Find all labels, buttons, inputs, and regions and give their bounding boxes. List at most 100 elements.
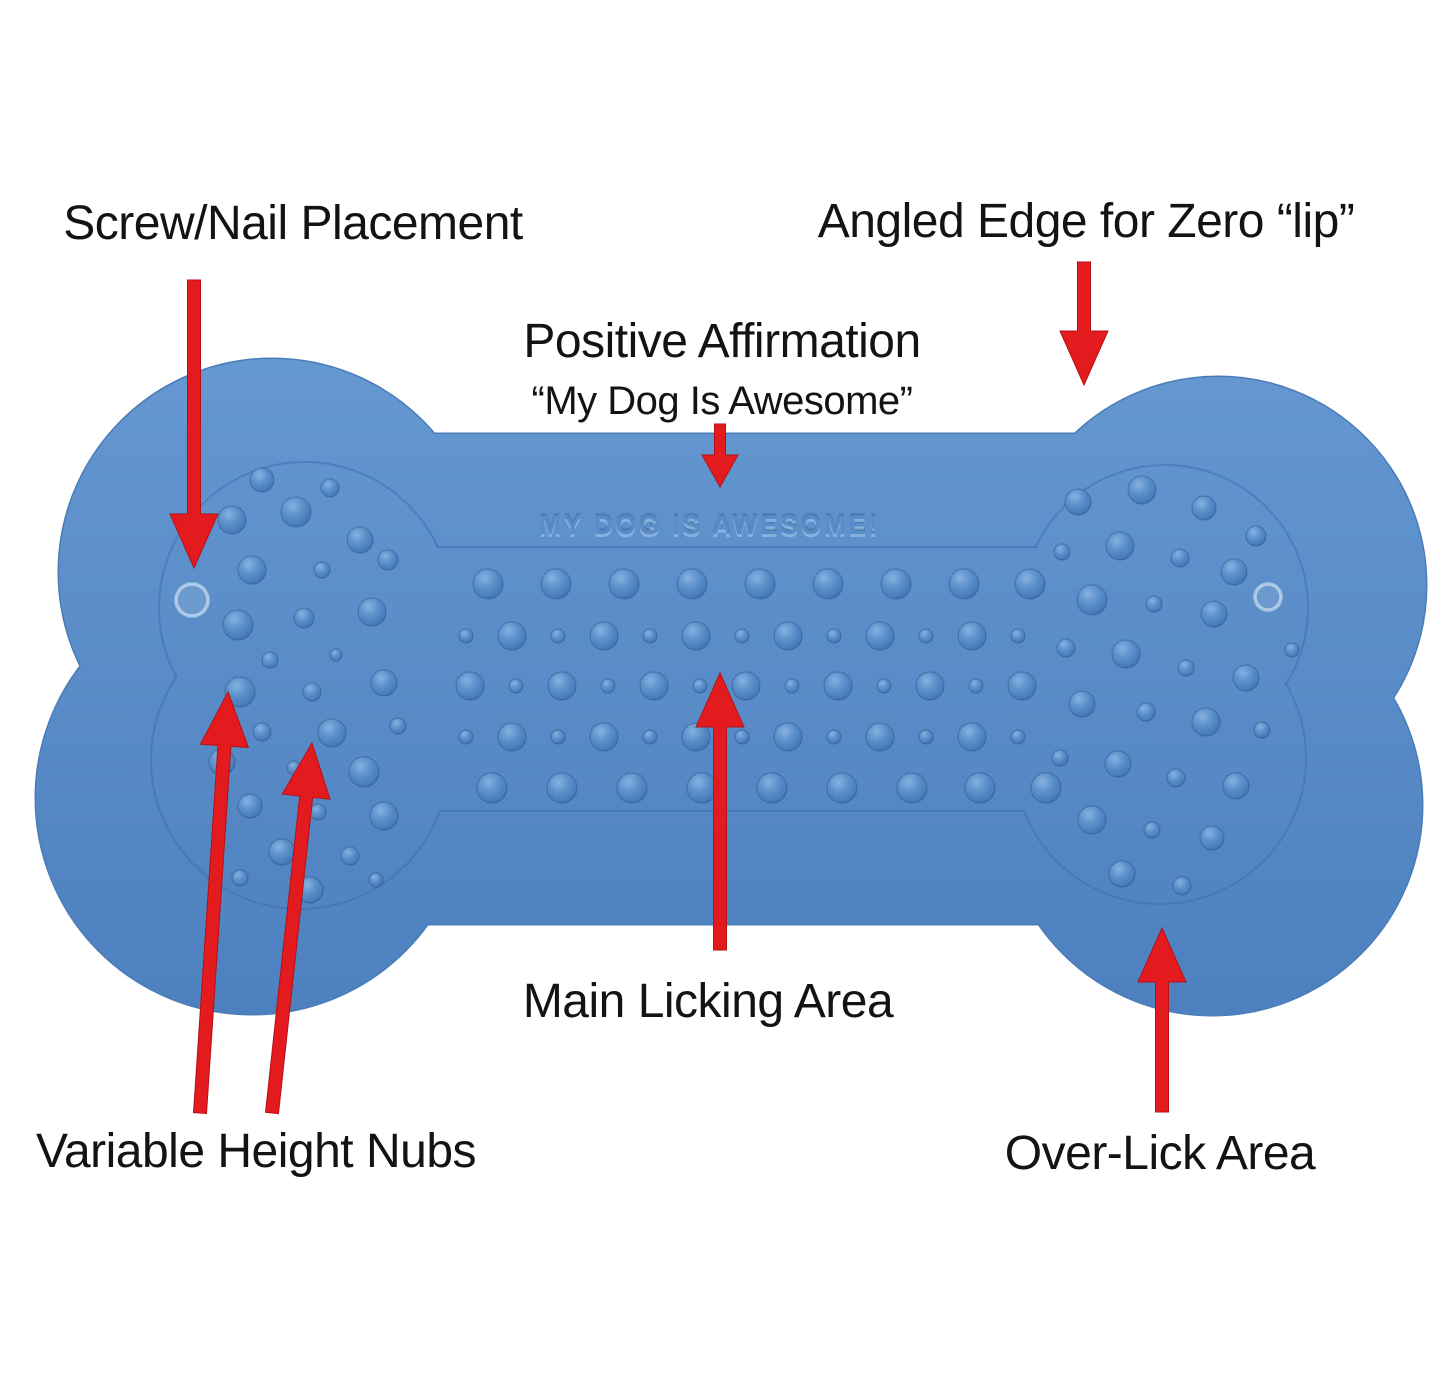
- label-positive-affirmation: Positive Affirmation: [523, 315, 921, 368]
- nub: [1105, 531, 1135, 561]
- screw-hole-ring: [174, 582, 210, 618]
- nub: [1010, 628, 1026, 644]
- nub: [676, 568, 708, 600]
- nub: [1053, 543, 1071, 561]
- nub: [918, 628, 934, 644]
- nub: [472, 568, 504, 600]
- label-angled-edge: Angled Edge for Zero “lip”: [817, 195, 1355, 248]
- nub: [826, 729, 842, 745]
- nub: [1220, 558, 1248, 586]
- nub: [957, 621, 987, 651]
- nub: [826, 628, 842, 644]
- nub: [1177, 659, 1195, 677]
- nub: [1191, 495, 1217, 521]
- nub: [957, 722, 987, 752]
- angled-edge-arrow: [1059, 261, 1109, 387]
- nub: [968, 678, 984, 694]
- nub: [222, 609, 254, 641]
- nub: [389, 717, 407, 735]
- nub: [508, 678, 524, 694]
- embossed-text-highlight: MY DOG IS AWESOME!: [539, 513, 880, 543]
- nub: [1014, 568, 1046, 600]
- nub: [1232, 664, 1260, 692]
- nub: [692, 678, 708, 694]
- nub: [948, 568, 980, 600]
- nub: [550, 729, 566, 745]
- nub: [896, 772, 928, 804]
- screw-hole-ring: [1253, 582, 1283, 612]
- nub: [357, 597, 387, 627]
- nub: [1245, 525, 1267, 547]
- label-variable-height-nubs: Variable Height Nubs: [35, 1125, 477, 1178]
- nub: [249, 467, 275, 493]
- label-screw-nail-placement: Screw/Nail Placement: [63, 197, 523, 250]
- nub: [734, 628, 750, 644]
- nub: [458, 729, 474, 745]
- nub: [317, 718, 347, 748]
- nub: [217, 505, 247, 535]
- nub: [237, 555, 267, 585]
- nub: [1056, 638, 1076, 658]
- nub: [1051, 749, 1069, 767]
- nub: [681, 722, 711, 752]
- nub: [600, 678, 616, 694]
- nub: [252, 722, 272, 742]
- nub: [1200, 600, 1228, 628]
- nub: [1030, 772, 1062, 804]
- nub: [293, 607, 315, 629]
- nub: [1077, 805, 1107, 835]
- nub: [497, 722, 527, 752]
- nub: [231, 869, 249, 887]
- nub: [1068, 690, 1096, 718]
- nub: [1064, 488, 1092, 516]
- nub: [1172, 876, 1192, 896]
- nub: [368, 872, 384, 888]
- embossed-text: MY DOG IS AWESOME!: [539, 510, 880, 540]
- screw-holes: [174, 582, 1283, 618]
- nub: [268, 838, 296, 866]
- nub: [964, 772, 996, 804]
- nub: [773, 621, 803, 651]
- nub: [348, 756, 380, 788]
- nub: [547, 671, 577, 701]
- nub: [1136, 702, 1156, 722]
- nub: [915, 671, 945, 701]
- label-over-lick-area: Over-Lick Area: [1004, 1127, 1316, 1180]
- nub: [329, 648, 343, 662]
- nub: [261, 651, 279, 669]
- nub: [589, 722, 619, 752]
- nub: [681, 621, 711, 651]
- nub: [1253, 721, 1271, 739]
- nub: [876, 678, 892, 694]
- nub: [1076, 584, 1108, 616]
- nub: [377, 549, 399, 571]
- positive-affirmation-arrow: [701, 423, 739, 489]
- nub: [224, 676, 256, 708]
- nub: [1166, 768, 1186, 788]
- nub: [302, 682, 322, 702]
- nub: [455, 671, 485, 701]
- nub: [1284, 642, 1300, 658]
- nub: [1199, 825, 1225, 851]
- nub: [476, 772, 508, 804]
- nub: [642, 628, 658, 644]
- nub: [731, 671, 761, 701]
- nub: [280, 496, 312, 528]
- nub: [458, 628, 474, 644]
- nub: [608, 568, 640, 600]
- nub: [313, 561, 331, 579]
- nub: [686, 772, 718, 804]
- nub: [734, 729, 750, 745]
- main-licking-arrow: [695, 671, 745, 951]
- variable-nubs-arrow-1: [192, 690, 250, 1114]
- nub: [1111, 639, 1141, 669]
- nub: [1108, 860, 1136, 888]
- nub: [865, 722, 895, 752]
- nub: [616, 772, 648, 804]
- nub: [756, 772, 788, 804]
- nub: [639, 671, 669, 701]
- nub: [369, 801, 399, 831]
- nub: [1145, 595, 1163, 613]
